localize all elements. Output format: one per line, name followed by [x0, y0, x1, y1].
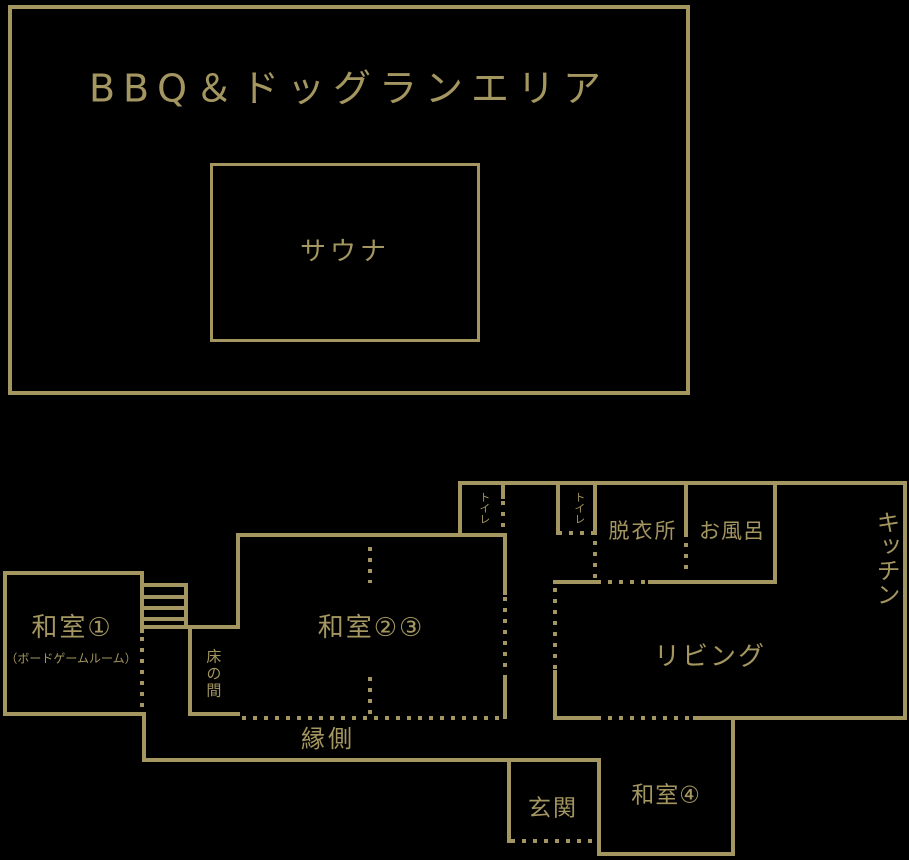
wall-washitsu23-top	[236, 533, 507, 537]
room-label-kitchen: キッチン	[872, 510, 900, 606]
wall-washitsu1-right	[140, 571, 144, 633]
wall-hall-left-lower	[503, 675, 507, 719]
room-label-tokonoma: 床の間	[204, 648, 223, 700]
room-label-living: リビング	[653, 641, 767, 672]
bbq-area-title: BBQ＆ドッグランエリア	[88, 66, 610, 111]
sauna-label: サウナ	[299, 236, 391, 267]
opening-bath-door	[684, 543, 688, 574]
wall-tokonoma-bottom	[188, 712, 240, 716]
room-label-bath: お風呂	[699, 518, 765, 543]
opening-washitsu23-upper	[368, 547, 372, 583]
stairs-top	[140, 583, 188, 587]
opening-living-washitsu4	[597, 716, 690, 720]
opening-washitsu23-lower	[368, 677, 372, 715]
opening-dressing-left	[593, 541, 597, 579]
wall-washitsu1-top	[3, 571, 142, 575]
room-label-washitsu4: 和室④	[631, 782, 701, 809]
opening-dressing-bottom	[597, 580, 647, 584]
opening-toilet1-right	[501, 501, 505, 535]
wall-washitsu4-left	[597, 758, 601, 856]
room-label-dressing-room: 脱衣所	[608, 518, 678, 543]
wall-living-left-lower	[553, 670, 557, 720]
wall-hall-left-upper	[503, 535, 507, 595]
wall-tokonoma-left	[188, 625, 192, 716]
opening-washitsu1-right	[140, 637, 144, 711]
opening-living-left	[553, 588, 557, 669]
wall-washitsu1-left	[3, 571, 7, 716]
wall-dressing-bath-divider	[684, 481, 688, 537]
opening-genkan-entrance	[511, 839, 596, 843]
stairs-tread	[142, 617, 186, 621]
wall-toilet1-right	[501, 481, 505, 499]
wall-washitsu4-bottom	[597, 852, 735, 856]
opening-toilet2-door	[558, 531, 594, 535]
room-label-washitsu1: 和室①	[31, 612, 113, 643]
wall-toilet2-left	[556, 481, 560, 535]
wall-bath-bottom	[648, 580, 777, 584]
wall-living-bottomright	[693, 716, 907, 720]
wall-upper-left	[458, 481, 462, 537]
room-label-toilet1: トイレ	[477, 491, 491, 525]
room-sublabel-boardgame-room: （ボードゲームルーム）	[5, 651, 137, 666]
wall-living-bottomleft	[553, 716, 597, 720]
opening-washitsu23-engawa	[242, 716, 504, 720]
wall-living-topleft	[553, 580, 597, 584]
wall-toilet2-right	[593, 481, 597, 535]
wall-washitsu23-left	[236, 533, 240, 629]
wall-washitsu4-right	[731, 716, 735, 856]
sauna-box	[210, 163, 480, 342]
stairs-tread	[142, 595, 186, 599]
room-label-toilet2: トイレ	[572, 491, 586, 525]
bbq-area-outline	[8, 5, 690, 395]
wall-top	[458, 481, 907, 485]
wall-engawa-bottom	[142, 758, 600, 762]
wall-washitsu1-bottom	[3, 712, 145, 716]
room-label-washitsu23: 和室②③	[317, 612, 425, 643]
room-label-genkan: 玄関	[528, 795, 578, 822]
opening-hall-left	[503, 597, 507, 673]
wall-right	[903, 481, 907, 720]
wall-genkan-left	[507, 758, 511, 843]
wall-engawa-left	[142, 712, 146, 762]
room-label-engawa: 縁側	[301, 725, 355, 753]
wall-bath-right	[773, 481, 777, 584]
stairs-right	[184, 583, 188, 629]
stairs-tread	[142, 606, 186, 610]
